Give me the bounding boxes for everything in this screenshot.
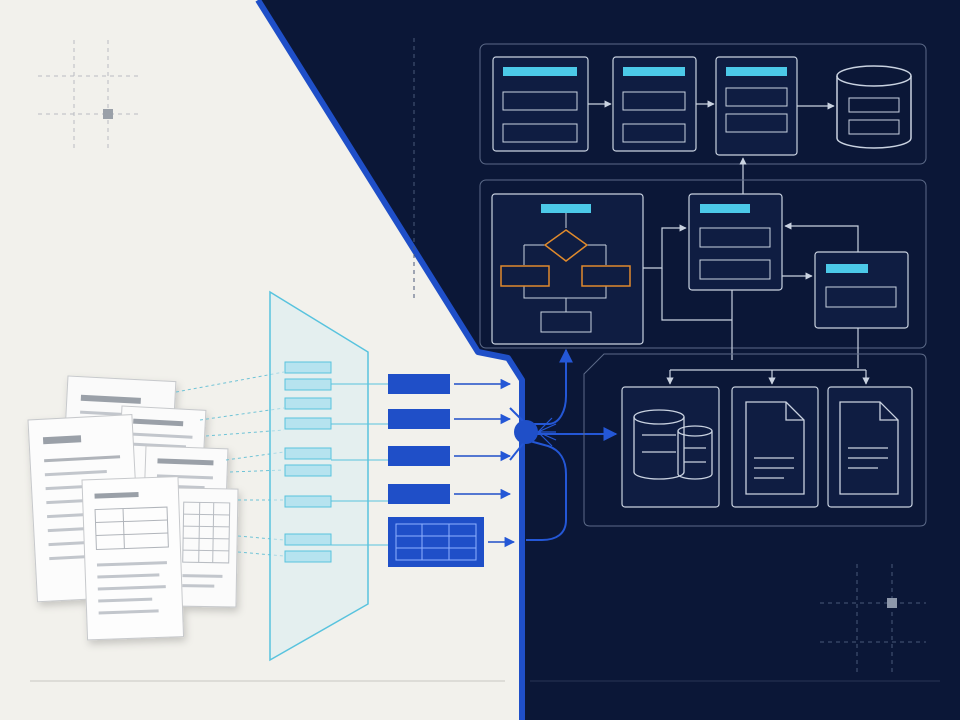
output-table-token: [388, 517, 484, 567]
document-icon-6: [81, 476, 185, 641]
bottom-row-connectors: [666, 369, 870, 385]
top-row-arrows: [588, 100, 835, 194]
pipeline-row-middle: [479, 179, 927, 349]
panel-output-connectors: [331, 383, 388, 546]
document-icon-5: [173, 487, 239, 608]
crosshair-node-bottom-right: [887, 598, 897, 608]
blue-routing-lines: [509, 348, 618, 541]
crosshair-mark-bottom-right: [820, 564, 926, 676]
database-icon-pair: [621, 386, 720, 508]
file-icon-2: [827, 386, 913, 508]
middle-stage-center: [688, 193, 783, 291]
pipeline-stage-2: [612, 56, 697, 152]
output-tokens: [388, 374, 484, 567]
flowchart-icon: [491, 193, 644, 345]
crosshair-node-top-left: [103, 109, 113, 119]
file-icon: [731, 386, 819, 508]
output-token-3: [388, 446, 450, 466]
pipeline-row-top: [479, 43, 927, 165]
panel-divider-edge: [255, 0, 525, 720]
output-token-1: [388, 374, 450, 394]
crosshair-mark-top-left: [38, 40, 142, 150]
hub-node-icon: [514, 417, 557, 447]
extraction-fields: [284, 361, 332, 563]
middle-stage-right: [814, 251, 909, 329]
pipeline-stage-1: [492, 56, 589, 152]
pipeline-stage-3: [715, 56, 798, 156]
output-token-2: [388, 409, 450, 429]
token-arrows: [454, 378, 516, 548]
source-documents: [27, 375, 239, 641]
middle-row-arrows: [643, 222, 859, 368]
database-icon: [836, 65, 912, 149]
pipeline-row-bottom: [583, 353, 927, 527]
output-token-4: [388, 484, 450, 504]
